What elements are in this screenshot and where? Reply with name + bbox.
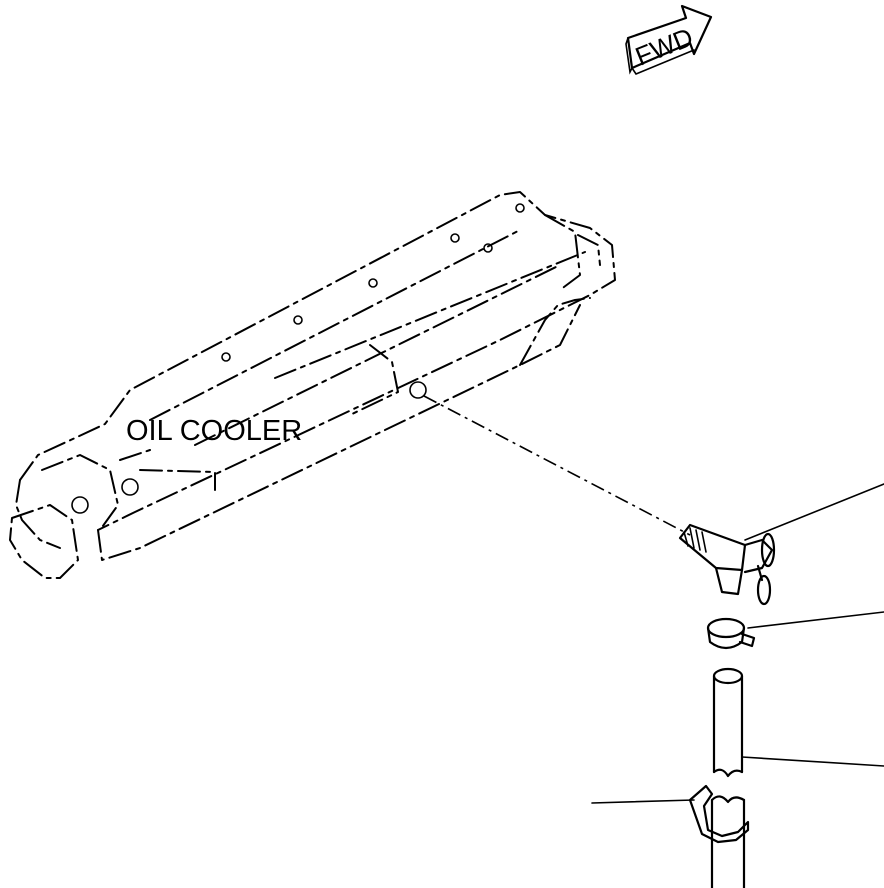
bolt-hole (368, 278, 378, 288)
hose-band (688, 784, 750, 844)
bolt-hole (293, 315, 303, 325)
bolt-hole (483, 243, 493, 253)
hose-clamp (706, 617, 756, 650)
leader-clamp (747, 611, 884, 629)
bolt-hole (515, 203, 525, 213)
drain-port (409, 381, 427, 399)
leader-valve (744, 483, 884, 541)
oil-cooler-outline (9, 191, 616, 579)
fwd-label: FWD (631, 22, 697, 72)
bolt-hole (221, 352, 231, 362)
oil-cooler-label: OIL COOLER (126, 415, 302, 447)
oil-cooler-bolt-holes (71, 203, 525, 514)
fwd-arrow-icon: FWD (625, 4, 713, 75)
center-line (423, 395, 691, 536)
drain-hose (710, 667, 746, 888)
leader-band (591, 799, 695, 804)
bolt-hole (450, 233, 460, 243)
leader-lines (591, 483, 884, 804)
leader-hose (741, 756, 884, 767)
drain-valve (678, 523, 776, 606)
valve-handle-icon (760, 532, 776, 568)
bolt-hole (71, 496, 89, 514)
bolt-hole (121, 478, 139, 496)
